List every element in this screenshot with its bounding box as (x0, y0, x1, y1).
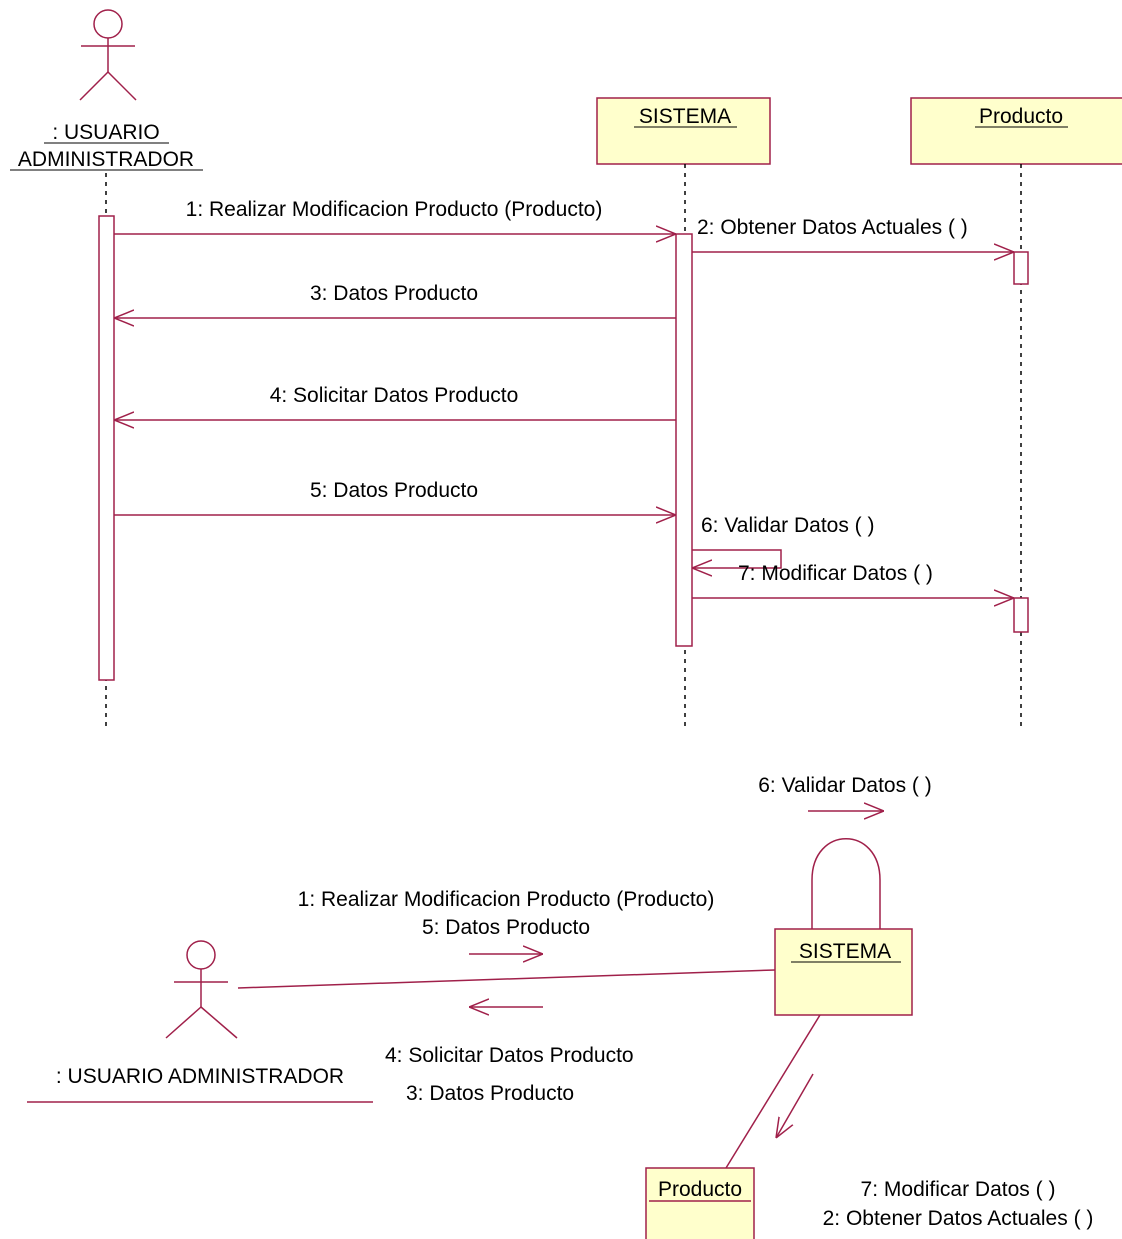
message-label-1: 1: Realizar Modificacion Producto (Produ… (186, 198, 603, 221)
message-label-6: 6: Validar Datos ( ) (701, 514, 875, 537)
activation-producto-1 (1013, 251, 1029, 285)
arrow-to-producto (776, 1073, 814, 1138)
object-sistema-label: SISTEMA (639, 105, 731, 128)
self-message-label: 6: Validar Datos ( ) (758, 774, 932, 797)
collab-message-5: 5: Datos Producto (422, 916, 590, 939)
collab-message-2: 2: Obtener Datos Actuales ( ) (823, 1207, 1094, 1230)
actor-label-line2: ADMINISTRADOR (18, 148, 194, 171)
message-label-7: 7: Modificar Datos ( ) (738, 562, 933, 585)
collaboration-diagram: 6: Validar Datos ( ) SISTEMA : USUARIO A… (27, 774, 1093, 1239)
collab-message-3: 3: Datos Producto (406, 1082, 574, 1105)
collab-producto-label: Producto (658, 1178, 742, 1201)
message-label-2: 2: Obtener Datos Actuales ( ) (697, 216, 968, 239)
activation-usuario (98, 215, 115, 681)
collab-sistema-label: SISTEMA (799, 940, 891, 963)
object-producto-label: Producto (979, 105, 1063, 128)
object-sistema-box (596, 97, 771, 165)
actor-usuario-administrador (79, 9, 137, 101)
collab-message-7: 7: Modificar Datos ( ) (861, 1178, 1056, 1201)
message-label-5: 5: Datos Producto (310, 479, 478, 502)
link-actor-sistema (237, 969, 776, 989)
actor-label-line1: : USUARIO (52, 121, 159, 144)
message-label-4: 4: Solicitar Datos Producto (270, 384, 519, 407)
collab-message-1: 1: Realizar Modificacion Producto (Produ… (298, 888, 715, 911)
self-loop (811, 838, 881, 929)
activation-producto-2 (1013, 597, 1029, 633)
object-producto-box (910, 97, 1122, 165)
sequence-diagram: : USUARIO ADMINISTRADOR SISTEMA Producto… (10, 9, 1122, 728)
collab-actor-label: : USUARIO ADMINISTRADOR (56, 1065, 344, 1088)
activation-sistema (675, 233, 693, 647)
collab-producto-box (645, 1167, 755, 1239)
collab-sistema-box (774, 928, 913, 1016)
link-sistema-producto (725, 1014, 821, 1169)
message-arrow-6-self (692, 549, 782, 568)
message-label-3: 3: Datos Producto (310, 282, 478, 305)
collab-actor-usuario (165, 940, 238, 1039)
collab-message-4: 4: Solicitar Datos Producto (385, 1044, 634, 1067)
